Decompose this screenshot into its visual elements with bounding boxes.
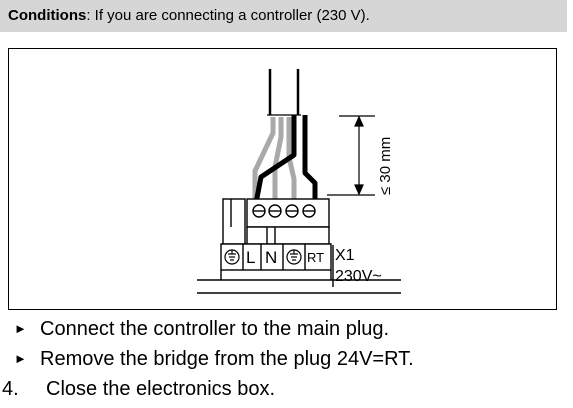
step-remove-bridge: ► Remove the bridge from the plug 24V=RT. — [14, 348, 414, 371]
conditions-label: Conditions — [8, 7, 87, 24]
bullet-arrow-icon: ► — [14, 351, 27, 366]
controller-cable-wires — [252, 69, 318, 204]
wiring-diagram: ≤ 30 mm — [197, 69, 401, 294]
voltage-label: 230V~ — [335, 268, 382, 285]
ground-symbol-right — [286, 249, 302, 265]
wire-grey-1 — [252, 117, 276, 203]
dimension-arrow-up — [354, 115, 364, 127]
conditions-text: Conditions: If you are connecting a cont… — [8, 7, 370, 24]
plug-lower-block — [246, 226, 330, 245]
screw-heads — [252, 204, 316, 218]
step-text: Connect the controller to the main plug. — [40, 318, 390, 340]
connector-label: X1 — [335, 247, 355, 264]
ground-symbol-left — [224, 249, 240, 265]
wiring-diagram-frame: ≤ 30 mm — [8, 48, 557, 310]
step-number: 4. — [2, 378, 19, 400]
wire-grey-2 — [272, 117, 284, 203]
wire-grey-3 — [286, 117, 297, 203]
wire-black-2 — [302, 115, 318, 203]
wire-black-1 — [253, 115, 297, 204]
step-close-electronics-box: 4. Close the electronics box. — [2, 378, 275, 401]
terminal-label-rt: RT — [307, 250, 324, 265]
ground-terminal-block — [222, 198, 246, 245]
dimension-arrow-down — [354, 184, 364, 196]
dimension-label: ≤ 30 mm — [377, 137, 394, 195]
conditions-description: : If you are connecting a controller (23… — [86, 7, 370, 24]
conditions-bar: Conditions: If you are connecting a cont… — [0, 0, 567, 32]
terminal-label-l: L — [246, 248, 255, 267]
step-connect-controller: ► Connect the controller to the main plug… — [14, 318, 389, 341]
bullet-arrow-icon: ► — [14, 321, 27, 336]
step-text: Close the electronics box. — [46, 378, 276, 400]
terminal-label-n: N — [265, 248, 277, 267]
step-text: Remove the bridge from the plug 24V=RT. — [40, 348, 414, 370]
dimension-indicator — [327, 115, 375, 196]
